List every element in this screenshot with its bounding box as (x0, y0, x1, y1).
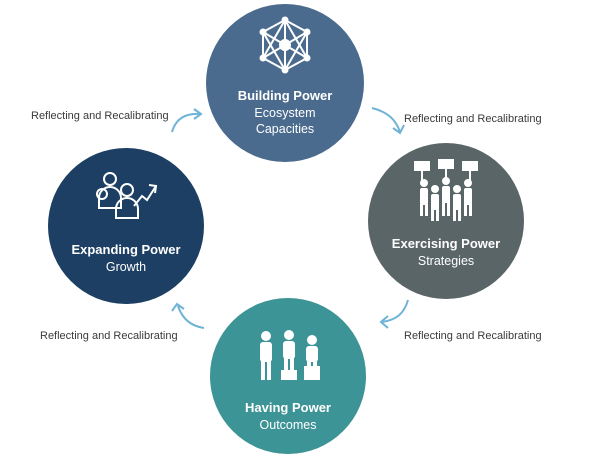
connector-label-top-left: Reflecting and Recalibrating (31, 110, 169, 122)
arrow-left-to-top (171, 108, 203, 133)
node-title: Having Power (245, 400, 331, 415)
arrow-top-to-right (371, 107, 405, 135)
building-power-node: Building Power Ecosystem Capacities (206, 4, 364, 162)
expanding-power-node: Expanding Power Growth (48, 148, 204, 304)
people-on-podium-icon (260, 330, 320, 380)
node-title: Expanding Power (71, 242, 181, 257)
exercising-power-node: Exercising Power Strategies (368, 143, 524, 299)
node-title: Building Power (237, 88, 333, 103)
node-subtitle-line1: Outcomes (259, 418, 317, 432)
node-title: Exercising Power (391, 236, 501, 251)
node-subtitle-line1: Strategies (417, 254, 475, 268)
connector-label-top-right: Reflecting and Recalibrating (404, 113, 542, 125)
connector-label-bottom-left: Reflecting and Recalibrating (40, 330, 178, 342)
arrow-bottom-to-left (171, 302, 205, 329)
protest-crowd-icon (414, 159, 478, 221)
node-subtitle-line1: Ecosystem (254, 106, 316, 120)
network-hexagon-icon (259, 16, 311, 74)
connector-label-bottom-right: Reflecting and Recalibrating (404, 330, 542, 342)
group-growth-arrow-icon (96, 172, 158, 219)
node-subtitle-line2: Capacities (255, 122, 315, 136)
node-subtitle-line1: Growth (105, 260, 147, 274)
having-power-node: Having Power Outcomes (210, 298, 366, 454)
arrow-right-to-bottom (379, 299, 409, 329)
